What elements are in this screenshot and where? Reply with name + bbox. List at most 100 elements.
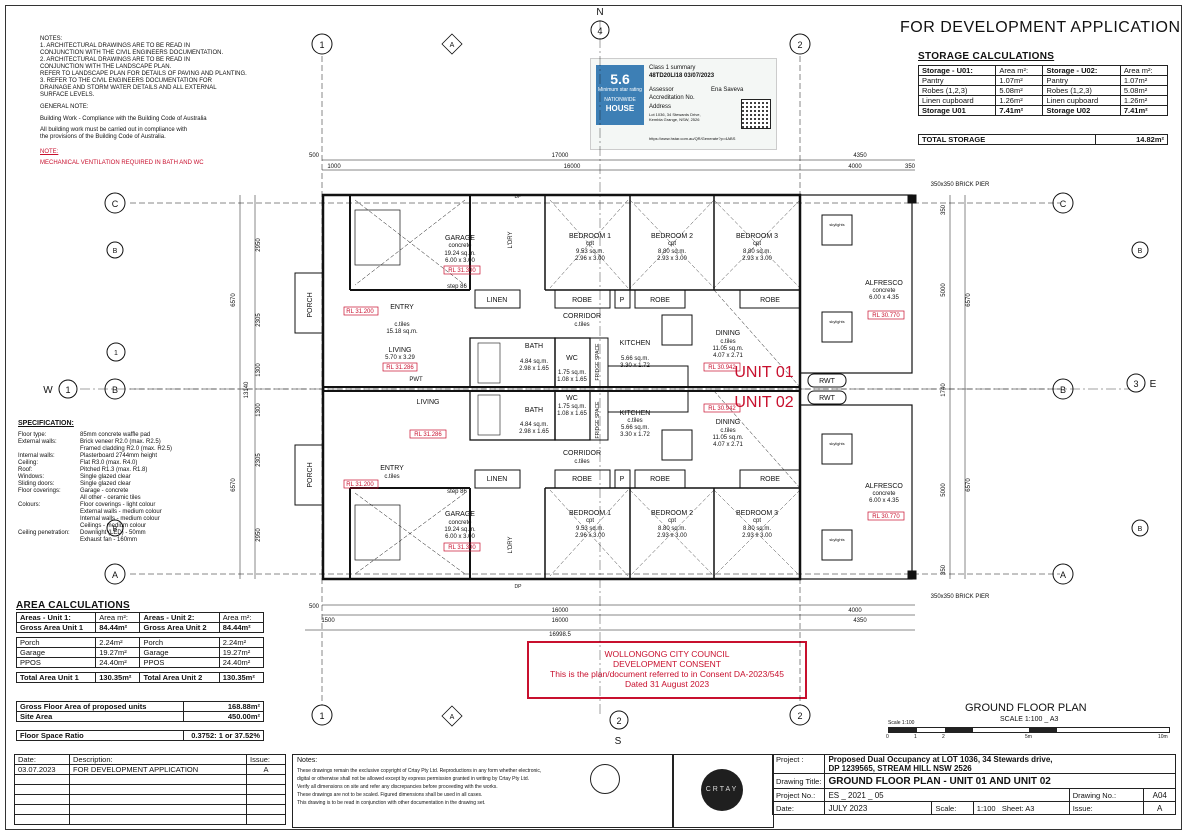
- u1-robe-3: ROBE: [760, 297, 780, 304]
- crtay-logo-text: CRTAY: [705, 786, 739, 793]
- specification-value: Garage - concrete: [80, 488, 129, 494]
- u2-dining: DINING: [716, 419, 741, 426]
- u2-kitchen-area: 5.66 sq.m.: [621, 425, 649, 431]
- notes-line: CONJUNCTION WITH THE CIVIL ENGINEERS DOC…: [40, 50, 224, 56]
- dim-bottom-4000: 4000: [848, 608, 862, 614]
- rwt-1: RWT: [819, 378, 836, 385]
- rating-accreditation: Accreditation No.: [649, 95, 695, 101]
- general-note-heading: GENERAL NOTE:: [40, 104, 89, 110]
- rating-assessor-label: Assessor: [649, 87, 674, 93]
- u2-garage: GARAGE: [445, 511, 475, 518]
- dim-left-2305-2: 2305: [256, 453, 262, 467]
- project-info-table: Project :Proposed Dual Occupancy at LOT …: [771, 754, 1176, 815]
- unit-01-labels: GARAGE concrete 19.24 sq.m. 6.00 x 3.00 …: [307, 194, 903, 385]
- dim-top-4000: 4000: [848, 164, 862, 170]
- u2-entry: ENTRY: [380, 465, 404, 472]
- consent-line-4: Dated 31 August 2023: [624, 679, 710, 689]
- u1-garage-finish: concrete: [448, 243, 472, 249]
- west-number: 1: [65, 385, 70, 395]
- dim-bottom-total: 16998.5: [549, 632, 571, 638]
- rating-brand-2: HOUSE: [605, 104, 635, 113]
- u1-corridor-finish: c.tiles: [574, 322, 589, 328]
- u2-bedroom-1: BEDROOM 1: [569, 510, 611, 517]
- specification-value: Pitched R1.3 (max. R1.8): [80, 467, 148, 473]
- specification-row: All other - ceramic tiles: [18, 495, 208, 502]
- specification-key: Roof:: [18, 467, 33, 473]
- u1-bath-area: 4.84 sq.m.: [520, 359, 548, 365]
- u2-corridor-finish: c.tiles: [574, 459, 589, 465]
- specification-value: Single glazed clear: [80, 481, 131, 487]
- specification-row: Colours: Floor coverings - light colour: [18, 502, 208, 509]
- notes-heading: NOTES:: [40, 36, 63, 42]
- u2-pantry: P: [620, 476, 625, 483]
- u2-dining-area: 11.05 sq.m.: [713, 435, 744, 441]
- dim-bottom-4350: 4350: [853, 618, 867, 624]
- specification-value: Floor coverings - light colour: [80, 502, 156, 508]
- rating-badge: 5.6 Minimum star rating NATIONWIDE HOUSE: [596, 65, 644, 125]
- u1-step: step 86: [447, 284, 467, 290]
- specification-key: Colours:: [18, 502, 41, 508]
- grid-a-right: A: [1060, 570, 1066, 580]
- u2-bedroom-3: BEDROOM 3: [736, 510, 778, 517]
- u2-bedroom-1-finish: cpt: [586, 518, 594, 524]
- consent-line-1: WOLLONGONG CITY COUNCIL: [604, 649, 730, 659]
- scale-tick-1: 1: [914, 734, 917, 740]
- u2-bedroom-2-dim: 2.93 x 3.00: [657, 533, 687, 539]
- rating-score: 5.6: [610, 71, 630, 87]
- title-note-line: digital or otherwise shall not be allowe…: [297, 776, 530, 782]
- specification-value: All other - ceramic tiles: [80, 495, 141, 501]
- u1-skylight-1: skylights: [829, 222, 844, 227]
- grid-c-right: C: [1060, 199, 1067, 209]
- scale-tick-2: 2: [942, 734, 945, 740]
- specification-row: Roof: Pitched R1.3 (max. R1.8): [18, 467, 208, 474]
- u1-wc-area: 1.75 sq.m.: [558, 370, 586, 376]
- specification-row: External walls:Brick veneer R2.0 (max. R…: [18, 439, 208, 446]
- specification-row: External walls - medium colour: [18, 509, 208, 516]
- south-number: 2: [616, 716, 621, 726]
- rwt-2: RWT: [819, 395, 836, 402]
- u2-dining-finish: c.tiles: [720, 428, 735, 434]
- notes-lines: 1. ARCHITECTURAL DRAWINGS ARE TO BE READ…: [40, 43, 270, 99]
- u2-wc-area: 1.75 sq.m.: [558, 404, 586, 410]
- u2-entry-finish: c.tiles: [384, 474, 399, 480]
- u1-downpipe: DP: [515, 194, 523, 200]
- specification-value: Exhaust fan - 160mm: [80, 537, 138, 543]
- storage-table: Storage - U01:Area m²:Storage - U02:Area…: [917, 65, 1169, 116]
- u1-skylight-2: skylights: [829, 319, 844, 324]
- specification-key: Internal walls:: [18, 453, 55, 459]
- south-label: S: [615, 736, 622, 747]
- energy-rating-certificate: 5.6 Minimum star rating NATIONWIDE HOUSE…: [590, 58, 777, 150]
- u2-alfresco-rl: RL 30.770: [872, 514, 900, 520]
- u2-downpipe: DP: [515, 584, 523, 590]
- section-a-bottom: A: [450, 714, 455, 721]
- dim-left-2950-1: 2950: [256, 238, 262, 252]
- u1-bedroom-1: BEDROOM 1: [569, 233, 611, 240]
- grid-b-left: B: [112, 385, 118, 395]
- grid-a-left: A: [112, 570, 118, 580]
- specification-row: Ceilings - medium colour: [18, 523, 208, 530]
- rating-code: 48TD20LI18 03/07/2023: [649, 73, 715, 79]
- specification-row: Exhaust fan - 160mm: [18, 537, 208, 544]
- compass-marker: [590, 764, 620, 794]
- u2-kitchen-finish: c.tiles: [627, 418, 642, 424]
- specification-heading: SPECIFICATION:: [18, 420, 74, 427]
- u1-alfresco-finish: concrete: [872, 288, 896, 294]
- dim-bottom-500: 500: [309, 604, 320, 610]
- dim-right-350-1: 350: [941, 204, 947, 215]
- grid-1-top: 1: [319, 40, 324, 50]
- specification-value: Flat R3.0 (max. R4.0): [80, 460, 138, 466]
- u2-living-rl: RL 31.286: [414, 432, 442, 438]
- u2-living: LIVING: [417, 399, 440, 406]
- u2-linen: LINEN: [487, 476, 508, 483]
- u2-skylight-1: skylights: [829, 441, 844, 446]
- project-line-2: DP 1239565, STREAM HILL NSW 2526: [828, 764, 972, 773]
- title-notes-box: Notes: These drawings remain the exclusi…: [292, 754, 674, 828]
